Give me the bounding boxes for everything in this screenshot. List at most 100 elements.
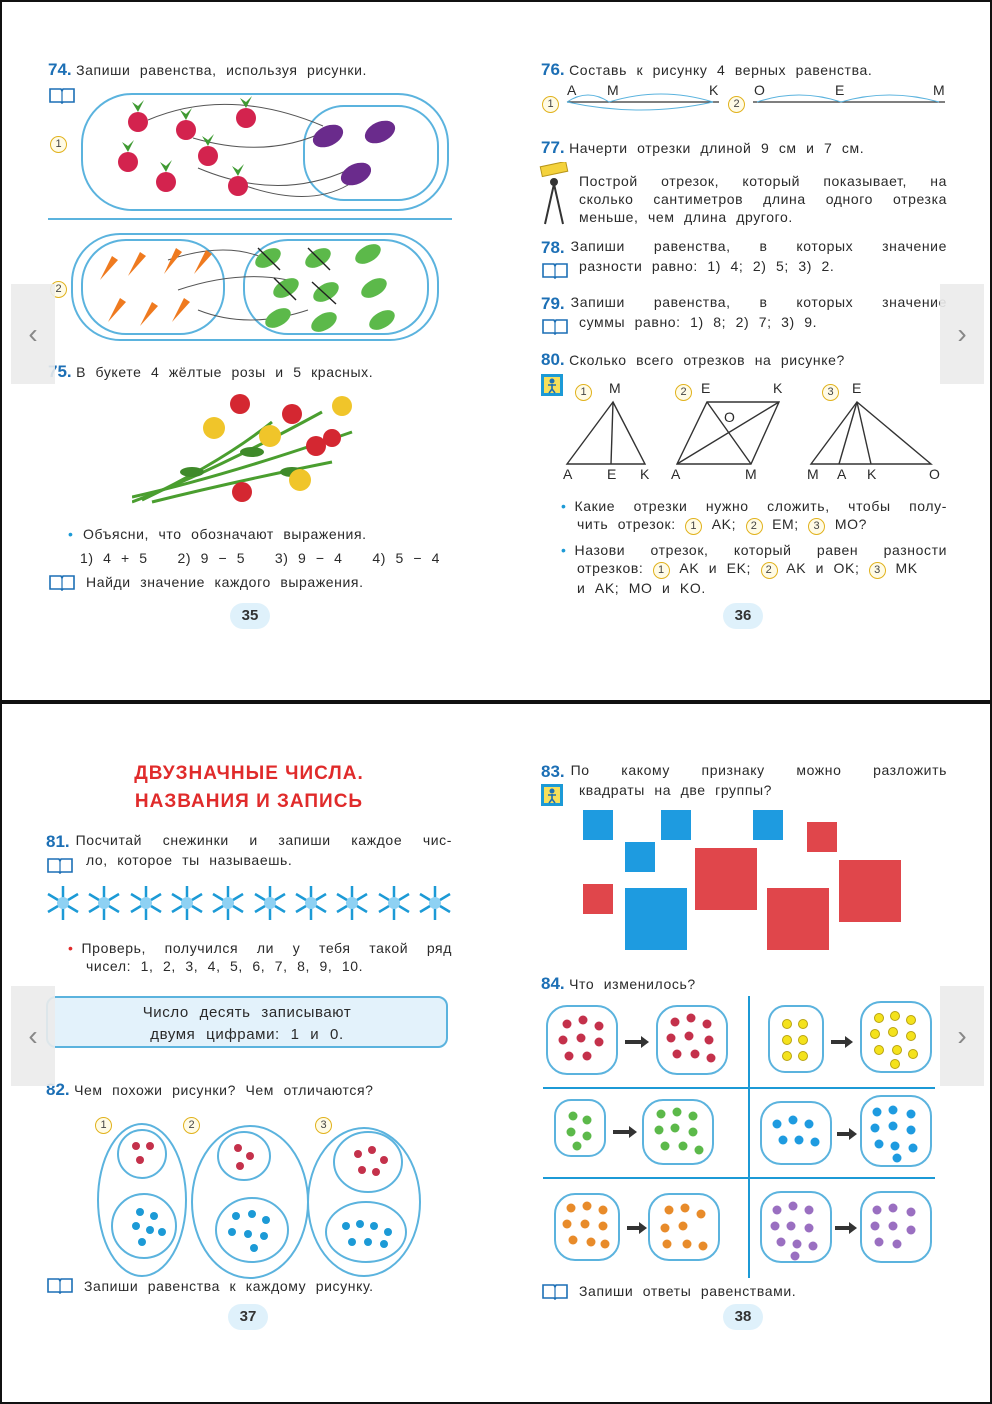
exercise-77-task: Построй отрезок, который показывает, на …	[579, 172, 947, 226]
dots-change-grid	[543, 996, 935, 1278]
task-line: сколько сантиметров длина одного отрезка	[579, 191, 947, 207]
exercise-text: Запиши равенства, в которых значение	[570, 238, 947, 254]
option-circle-1: 1	[575, 384, 592, 401]
carrot-cucumber-figure	[71, 233, 439, 341]
exercise-number: 76.	[541, 60, 565, 79]
info-line: Число десять записывают	[142, 1004, 352, 1021]
option-circle-1: 1	[652, 562, 670, 579]
exercise-78: 78. Запиши равенства, в которых значение…	[541, 238, 947, 274]
prev-page-button[interactable]: ‹	[11, 284, 55, 384]
next-page-button[interactable]: ›	[940, 284, 984, 384]
carrot-icon	[100, 248, 212, 326]
page-number: 36	[723, 603, 763, 629]
exercise-text: Посчитай снежинки и запиши каждое чис-	[75, 832, 452, 848]
triangle-figures	[565, 400, 933, 465]
radish-icon	[118, 108, 256, 196]
vertex-label: E	[607, 466, 617, 482]
point-label: K	[709, 82, 719, 98]
vertex-label: A	[837, 466, 847, 482]
exercise-number: 83.	[541, 762, 565, 781]
vertex-label: K	[640, 466, 650, 482]
snowflake-icon	[377, 886, 410, 920]
snowflake-icon	[336, 886, 368, 920]
exercise-text: квадраты на две группы?	[579, 782, 773, 798]
page-number: 35	[230, 603, 270, 629]
exercise-79: 79. Запиши равенства, в которых значение…	[541, 294, 947, 330]
page-number: 37	[228, 1304, 268, 1330]
exercise-80-header: 80. Сколько всего отрезков на рисунке?	[541, 350, 845, 370]
info-line: двумя цифрами: 1 и 0.	[150, 1026, 344, 1043]
exercise-number: 80.	[541, 350, 565, 369]
exercise-81-line1: 81. Посчитай снежинки и запиши каждое чи…	[46, 832, 452, 852]
exercise-84-task: Запиши ответы равенствами.	[579, 1283, 797, 1299]
exercise-text: разности равно: 1) 4; 2) 5; 3) 2.	[579, 258, 835, 274]
option-circle-3: 3	[868, 562, 886, 579]
point-label: M	[607, 82, 620, 98]
point-label: O	[754, 82, 766, 98]
task-line: меньше, чем длина другого.	[579, 209, 793, 225]
dots-groups-figure	[97, 1123, 421, 1279]
exercise-80-question-1: •Какие отрезки нужно сложить, чтобы полу…	[561, 497, 947, 535]
exercise-83-line1: 83. По какому признаку можно разложить	[541, 762, 947, 782]
book-icon	[47, 858, 73, 874]
exercise-number: 79.	[541, 294, 565, 313]
vertex-label: K	[867, 466, 877, 482]
point-label: E	[835, 82, 845, 98]
option-circle-2: 2	[745, 518, 763, 535]
next-page-button[interactable]: ›	[940, 986, 984, 1086]
vertex-label: A	[563, 466, 573, 482]
prev-page-button[interactable]: ‹	[11, 986, 55, 1086]
option-text: MK	[895, 560, 918, 576]
exercise-82-task: Запиши равенства к каждому рисунку.	[84, 1278, 374, 1294]
snowflake-icon	[171, 886, 203, 920]
question-text: отрезков:	[577, 560, 644, 576]
snowflake-icon	[212, 886, 244, 920]
book-icon	[49, 575, 75, 591]
exercise-text: ло, которое ты называешь.	[86, 852, 293, 868]
person-icon	[541, 374, 563, 396]
exercise-text: По какому признаку можно разложить	[570, 762, 947, 778]
question-text: Какие отрезки нужно сложить, чтобы полу-	[574, 498, 947, 514]
option-circle-3: 3	[808, 518, 826, 535]
question-text: Назови отрезок, который равен разности	[574, 542, 947, 558]
option-circle-1: 1	[542, 96, 559, 113]
question-line: чить отрезок: 1 AK; 2 EM; 3 MO?	[577, 515, 947, 535]
expression-1: 1) 4 + 5	[80, 550, 148, 566]
expression-2: 2) 9 − 5	[177, 550, 246, 566]
option-text: MO?	[834, 516, 867, 532]
exercise-number: 81.	[46, 832, 70, 851]
spread-pages-35-36: 74. Запиши равенства, используя рисунки.…	[0, 0, 992, 702]
exercise-80-question-2: •Назови отрезок, который равен разности …	[561, 541, 947, 597]
ruler-icon	[539, 162, 569, 178]
exercise-77-header: 77. Начерти отрезки длиной 9 см и 7 см.	[541, 138, 864, 158]
expression-3: 3) 9 − 4	[274, 550, 343, 566]
exercise-text: Сколько всего отрезков на рисунке?	[569, 352, 845, 368]
task-line: Построй отрезок, который показывает, на	[579, 173, 947, 189]
heading-line: НАЗВАНИЯ И ЗАПИСЬ	[134, 791, 364, 812]
exercise-number: 74.	[48, 60, 72, 79]
exercise-81: 81. Посчитай снежинки и запиши каждое чи…	[46, 832, 452, 868]
page-35: 74. Запиши равенства, используя рисунки.…	[2, 2, 497, 700]
option-circle-2: 2	[728, 96, 745, 113]
vertex-label: O	[929, 466, 941, 482]
option-circle-3: 3	[315, 1117, 332, 1134]
question-line: отрезков: 1 AK и EK; 2 AK и OK; 3 MK	[577, 559, 947, 579]
option-circle-2: 2	[760, 562, 778, 579]
exercise-82-header: 82. Чем похожи рисунки? Чем отличаются?	[46, 1080, 374, 1100]
compass-icon	[544, 178, 564, 225]
segment-diagram-2	[753, 94, 945, 103]
question-line: •Назови отрезок, который равен разности	[561, 542, 947, 558]
option-circle-2: 2	[675, 384, 692, 401]
option-text: AK и OK;	[786, 560, 860, 576]
snowflake-icon	[88, 886, 120, 920]
point-label: A	[567, 82, 577, 98]
heading-line: ДВУЗНАЧНЫЕ ЧИСЛА.	[134, 763, 364, 784]
book-icon	[542, 319, 568, 335]
person-icon	[541, 784, 563, 806]
snowflake-icon	[295, 886, 327, 920]
page-37: ДВУЗНАЧНЫЕ ЧИСЛА. НАЗВАНИЯ И ЗАПИСЬ 81. …	[2, 704, 497, 1402]
exercise-text: Составь к рисунку 4 верных равенства.	[569, 62, 873, 78]
book-icon	[49, 88, 75, 104]
vertex-label: M	[745, 466, 758, 482]
exercise-text: Чем похожи рисунки? Чем отличаются?	[74, 1082, 374, 1098]
